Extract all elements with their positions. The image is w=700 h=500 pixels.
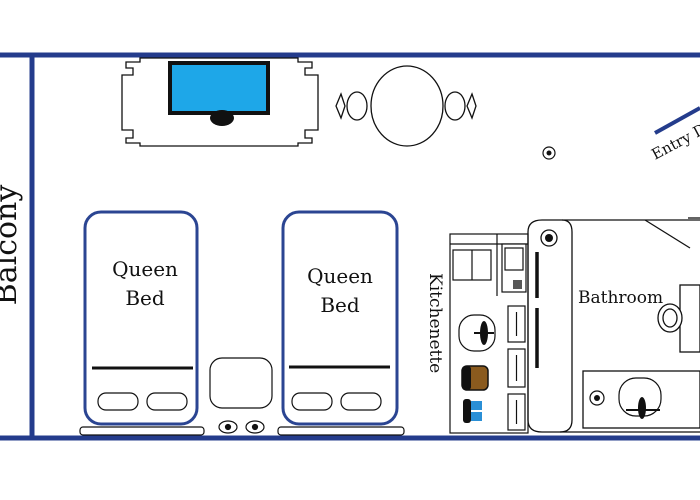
shower-head-icon <box>540 229 558 247</box>
queen-bed-left: Queen Bed <box>83 210 199 426</box>
bed-left-label-line1: Queen <box>112 257 178 281</box>
bed-right-pillow-1 <box>291 392 333 411</box>
vanity-counter <box>582 370 700 429</box>
nightstand <box>209 357 273 434</box>
coffee-maker-top <box>462 366 471 390</box>
shower-head-inner <box>545 234 553 242</box>
chair-right <box>444 91 466 121</box>
bed-right-headboard <box>277 426 405 436</box>
bathroom <box>527 217 700 433</box>
walls <box>0 52 700 441</box>
bathroom-door-swing <box>644 219 691 249</box>
chair-right-back <box>466 92 477 120</box>
entry-door-label: Entry Door <box>648 108 700 164</box>
bed-left-pillow-2 <box>146 392 188 411</box>
floor-drain <box>542 146 556 160</box>
lamp-right-bulb <box>251 423 259 431</box>
toilet-tank <box>679 284 700 353</box>
queen-bed-right: Queen Bed <box>281 210 399 426</box>
toilet-seat <box>662 308 678 328</box>
coffee-maker-icon <box>461 365 489 391</box>
balcony-label: Balcony <box>0 185 24 306</box>
bed-right-label-line1: Queen <box>307 264 373 288</box>
bathroom-label: Bathroom <box>578 288 663 308</box>
kitchenette-label: Kitchenette <box>425 273 445 373</box>
bed-right-pillow-2 <box>340 392 382 411</box>
table-icon <box>335 65 477 147</box>
entry-door-line <box>654 106 700 135</box>
bathroom-wall-outline <box>527 219 573 433</box>
drain-inner <box>546 150 552 156</box>
soap-dish-inner <box>594 395 600 401</box>
microwave-window <box>504 247 524 271</box>
lamp-left-bulb <box>224 423 232 431</box>
sink-icon <box>458 314 496 352</box>
burner-bottom <box>471 412 482 421</box>
bed-right-label-line2: Bed <box>320 293 360 317</box>
bed-right-frame <box>281 210 399 426</box>
bed-left-frame <box>83 210 199 426</box>
burner-top <box>471 401 482 410</box>
stove-back <box>463 399 471 423</box>
bathroom-sink-icon <box>589 377 662 419</box>
tv-screen <box>168 61 270 115</box>
stove-icon <box>463 399 482 423</box>
round-table <box>370 65 444 147</box>
bed-left-pillow-1 <box>97 392 139 411</box>
chair-left-back <box>335 92 346 120</box>
tv-stand <box>210 110 234 126</box>
tv-icon <box>168 61 270 126</box>
bathroom-faucet <box>638 397 646 419</box>
chair-left <box>346 91 368 121</box>
bed-left-label-line2: Bed <box>125 286 165 310</box>
microwave-panel <box>513 280 522 289</box>
bed-left-headboard <box>79 426 205 436</box>
toilet-icon <box>657 284 700 353</box>
nightstand-top <box>209 357 273 409</box>
